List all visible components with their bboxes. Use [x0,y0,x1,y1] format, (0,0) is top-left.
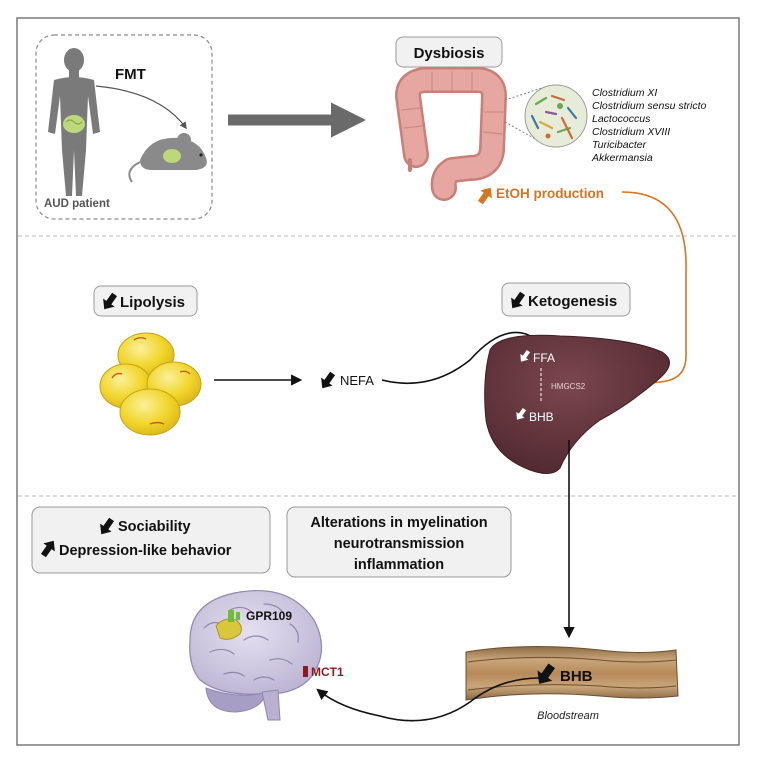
bacteria-item: Clostridium XI [592,87,657,99]
down-arrow-icon [516,407,527,420]
lipolysis-label: Lipolysis [120,294,185,311]
fmt-box [35,34,213,220]
etoh-label: EtOH production [496,186,604,201]
ffa-label: FFA [533,351,555,365]
blood-vessel-icon [465,645,679,701]
dysbiosis-label: Dysbiosis [414,45,485,62]
alterations-box [286,506,512,578]
transporter-icon [303,666,308,677]
behavior-box [31,506,271,574]
zoom-line-top [504,85,549,101]
ketogenesis-label: Ketogenesis [528,293,617,310]
bacteria-item: Clostridium XVIII [592,126,670,138]
hmgcs2-label: HMGCS2 [551,382,586,391]
alterations-line3: inflammation [354,557,444,573]
mct1-label: MCT1 [311,665,344,679]
fmt-arrow [95,85,187,130]
alterations-line1: Alterations in myelination [310,515,487,531]
liver-icon [484,334,670,474]
etoh-inhibition-line [621,191,687,386]
fmt-label: FMT [115,66,146,83]
human-icon [48,48,100,196]
adipocyte-icon [99,332,202,436]
down-arrow-icon [100,517,115,535]
bacteria-item: Lactococcus [592,113,651,125]
up-arrow-icon [477,187,492,205]
colon-icon [395,67,507,201]
down-arrow-icon [537,663,556,684]
patient-label: AUD patient [44,198,110,210]
brain-icon [189,589,323,721]
bloodstream-label: Bloodstream [537,710,599,722]
down-arrow-icon [321,371,336,389]
ketogenesis-box [501,282,631,317]
nefa-label: NEFA [340,373,374,388]
bhb-blood-label: BHB [560,668,593,685]
behavior-line1: Sociability [118,519,191,535]
bacteria-item: Akkermansia [591,152,653,164]
behavior-line2: Depression-like behavior [59,543,232,559]
down-arrow-icon [511,291,526,309]
microbiota-icon [524,84,588,148]
bhb-liver-label: BHB [529,410,554,424]
bacteria-list: Clostridium XI Clostridium sensu stricto… [591,87,707,164]
gut-in-human-icon [63,115,85,133]
bacteria-item: Clostridium sensu stricto [592,100,707,112]
mouse-icon [128,133,207,183]
up-arrow-icon [40,540,55,558]
down-arrow-icon [103,292,118,310]
gpr109-label: GPR109 [246,609,292,623]
blood-to-brain-arrow [316,677,541,722]
lipolysis-box [93,285,198,317]
alterations-line2: neurotransmission [334,536,465,552]
receptor-icon [215,610,242,640]
bacteria-item: Turicibacter [592,139,647,151]
down-arrow-icon [520,349,531,362]
